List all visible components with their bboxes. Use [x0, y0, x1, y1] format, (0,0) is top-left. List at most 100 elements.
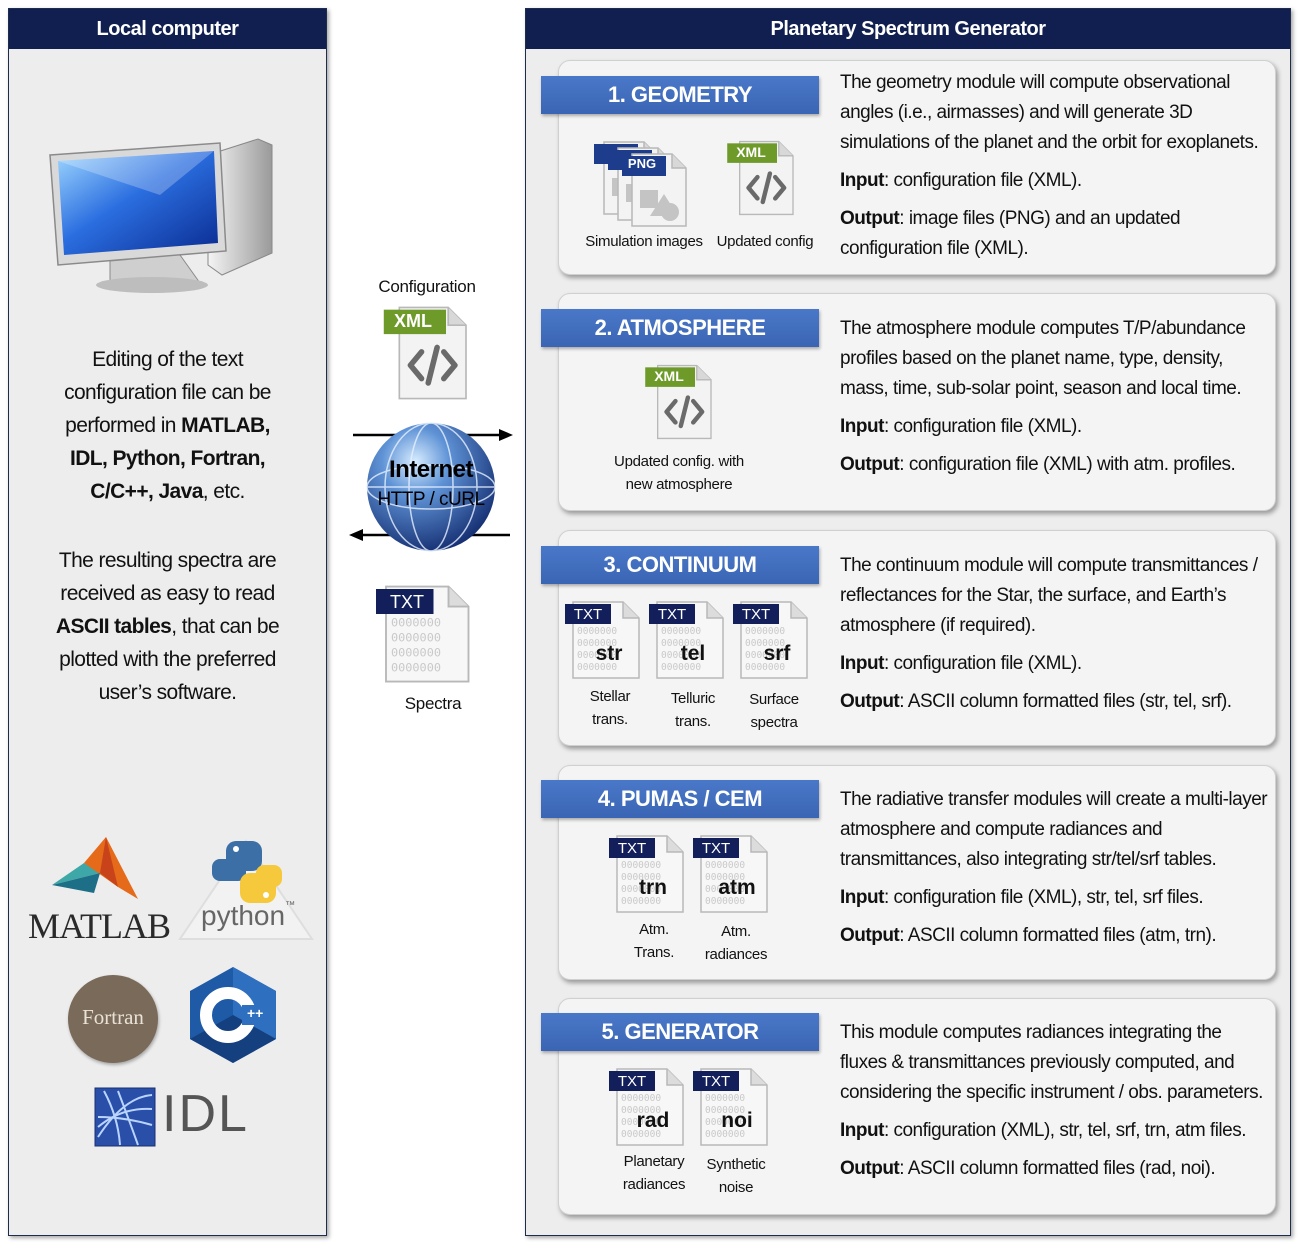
- http-curl-label: HTTP / cURL: [377, 489, 485, 510]
- input-label: Input: [840, 653, 884, 674]
- caption-line: spectra: [750, 714, 798, 731]
- text-line: The resulting spectra are: [58, 549, 277, 572]
- png-file-stack-icon: PNG: [592, 138, 702, 228]
- xml-tag: XML: [736, 144, 766, 160]
- idl-logo-icon: [94, 1087, 156, 1147]
- input-label: Input: [840, 170, 884, 191]
- txt-file-icon: TXT str: [565, 600, 645, 680]
- caption-line: Atm.: [639, 921, 669, 938]
- output-text: : ASCII column formatted files (rad, noi…: [899, 1158, 1216, 1179]
- idl-logo-text: IDL: [162, 1085, 249, 1143]
- input-text: : configuration file (XML).: [883, 416, 1082, 437]
- module-description: This module computes radiances integrati…: [840, 1018, 1270, 1192]
- txt-tag: TXT: [617, 840, 647, 857]
- file-code: trn: [639, 876, 667, 899]
- module-output: Output: ASCII column formatted files (st…: [840, 687, 1270, 717]
- xml-tag: XML: [394, 311, 432, 331]
- fortran-logo-text: Fortran: [82, 1005, 144, 1029]
- file-caption: Stellar trans.: [570, 685, 650, 731]
- file-code: str: [595, 642, 623, 665]
- text-line: plotted with the preferred: [59, 648, 276, 671]
- text-span: , etc.: [202, 480, 246, 503]
- module-description: The continuum module will compute transm…: [840, 551, 1270, 725]
- text-line: user’s software.: [98, 681, 237, 704]
- module-title: 3. CONTINUUM: [541, 546, 819, 584]
- xml-file-icon: XML: [722, 138, 800, 218]
- module-input: Input: configuration file (XML).: [840, 649, 1270, 679]
- file-code: rad: [636, 1109, 670, 1132]
- left-description-2: The resulting spectra are received as ea…: [8, 544, 327, 709]
- caption-line: new atmosphere: [625, 476, 733, 493]
- spectra-label: Spectra: [404, 694, 462, 713]
- txt-file-icon: TXT trn: [609, 834, 689, 914]
- text-line: received as easy to read: [60, 582, 275, 605]
- caption-line: Surface: [749, 691, 799, 708]
- module-output: Output: image files (PNG) and an updated…: [840, 204, 1270, 264]
- module-desc-text: The continuum module will compute transm…: [840, 555, 1258, 636]
- input-text: : configuration file (XML).: [883, 653, 1082, 674]
- bold-span: IDL, Python, Fortran,: [69, 447, 266, 470]
- file-caption: Synthetic noise: [696, 1153, 776, 1199]
- txt-file-icon: TXT rad: [609, 1067, 689, 1147]
- input-label: Input: [840, 1120, 884, 1141]
- file-caption: Simulation images: [585, 233, 703, 250]
- xml-tag: XML: [654, 368, 684, 384]
- png-tag: PNG: [627, 156, 657, 171]
- python-tm: ™: [285, 900, 296, 911]
- python-word: python: [201, 900, 286, 931]
- output-label: Output: [840, 925, 900, 946]
- output-label: Output: [840, 454, 900, 475]
- caption-line: Synthetic: [706, 1156, 766, 1173]
- module-description: The radiative transfer modules will crea…: [840, 785, 1270, 959]
- module-description: The atmosphere module computes T/P/abund…: [840, 314, 1270, 488]
- input-text: : configuration (XML), str, tel, srf, tr…: [883, 1120, 1247, 1141]
- caption-line: Trans.: [633, 944, 675, 961]
- configuration-label: Configuration: [378, 277, 476, 296]
- file-code: atm: [718, 876, 756, 899]
- file-caption: Updated config: [716, 233, 814, 250]
- txt-file-icon: TXT noi: [693, 1067, 773, 1147]
- caption-line: Planetary: [623, 1153, 685, 1170]
- text-line: C/C++, Java, etc.: [8, 475, 327, 508]
- caption-line: Updated config. with: [614, 453, 744, 470]
- matlab-logo-text: MATLAB: [28, 906, 171, 946]
- file-caption: Atm. Trans.: [614, 918, 694, 964]
- local-computer-header: Local computer: [9, 9, 326, 49]
- file-code: tel: [680, 642, 706, 665]
- fortran-logo-icon: Fortran: [68, 975, 158, 1063]
- caption-line: Atm.: [721, 923, 751, 940]
- caption-line: radiances: [622, 1176, 686, 1193]
- output-text: : configuration file (XML) with atm. pro…: [899, 454, 1236, 475]
- text-line: Editing of the text: [92, 348, 243, 371]
- module-input: Input: configuration file (XML).: [840, 166, 1270, 196]
- xml-file-icon: XML: [640, 362, 718, 442]
- computer-icon: [49, 138, 273, 293]
- text-line: performed in MATLAB,: [8, 409, 327, 442]
- module-description: The geometry module will compute observa…: [840, 68, 1270, 272]
- caption-line: trans.: [675, 713, 711, 730]
- output-label: Output: [840, 691, 900, 712]
- output-text: : image files (PNG) and an updated confi…: [840, 208, 1181, 259]
- output-text: : ASCII column formatted files (atm, trn…: [899, 925, 1217, 946]
- python-logo-icon: [178, 839, 314, 940]
- module-desc-text: The radiative transfer modules will crea…: [840, 789, 1268, 870]
- file-caption: Surface spectra: [734, 688, 814, 734]
- configuration-xml-file-icon: XML: [376, 303, 476, 403]
- module-title: 2. ATMOSPHERE: [541, 309, 819, 347]
- module-title: 5. GENERATOR: [541, 1013, 819, 1051]
- output-text: : ASCII column formatted files (str, tel…: [899, 691, 1232, 712]
- module-desc-text: The geometry module will compute observa…: [840, 72, 1259, 153]
- file-caption: Planetary radiances: [614, 1150, 694, 1196]
- txt-tag: TXT: [617, 1073, 647, 1090]
- text-span: , that can be: [171, 615, 280, 638]
- internet-label: Internet: [388, 456, 474, 483]
- file-caption: Atm. radiances: [696, 920, 776, 966]
- module-title: 4. PUMAS / CEM: [541, 780, 819, 818]
- text-line: ASCII tables, that can be: [8, 610, 327, 643]
- caption-line: Stellar: [589, 688, 631, 705]
- module-output: Output: configuration file (XML) with at…: [840, 450, 1270, 480]
- file-caption: Telluric trans.: [653, 687, 733, 733]
- input-label: Input: [840, 887, 884, 908]
- bold-span: C/C++, Java: [90, 480, 203, 503]
- input-label: Input: [840, 416, 884, 437]
